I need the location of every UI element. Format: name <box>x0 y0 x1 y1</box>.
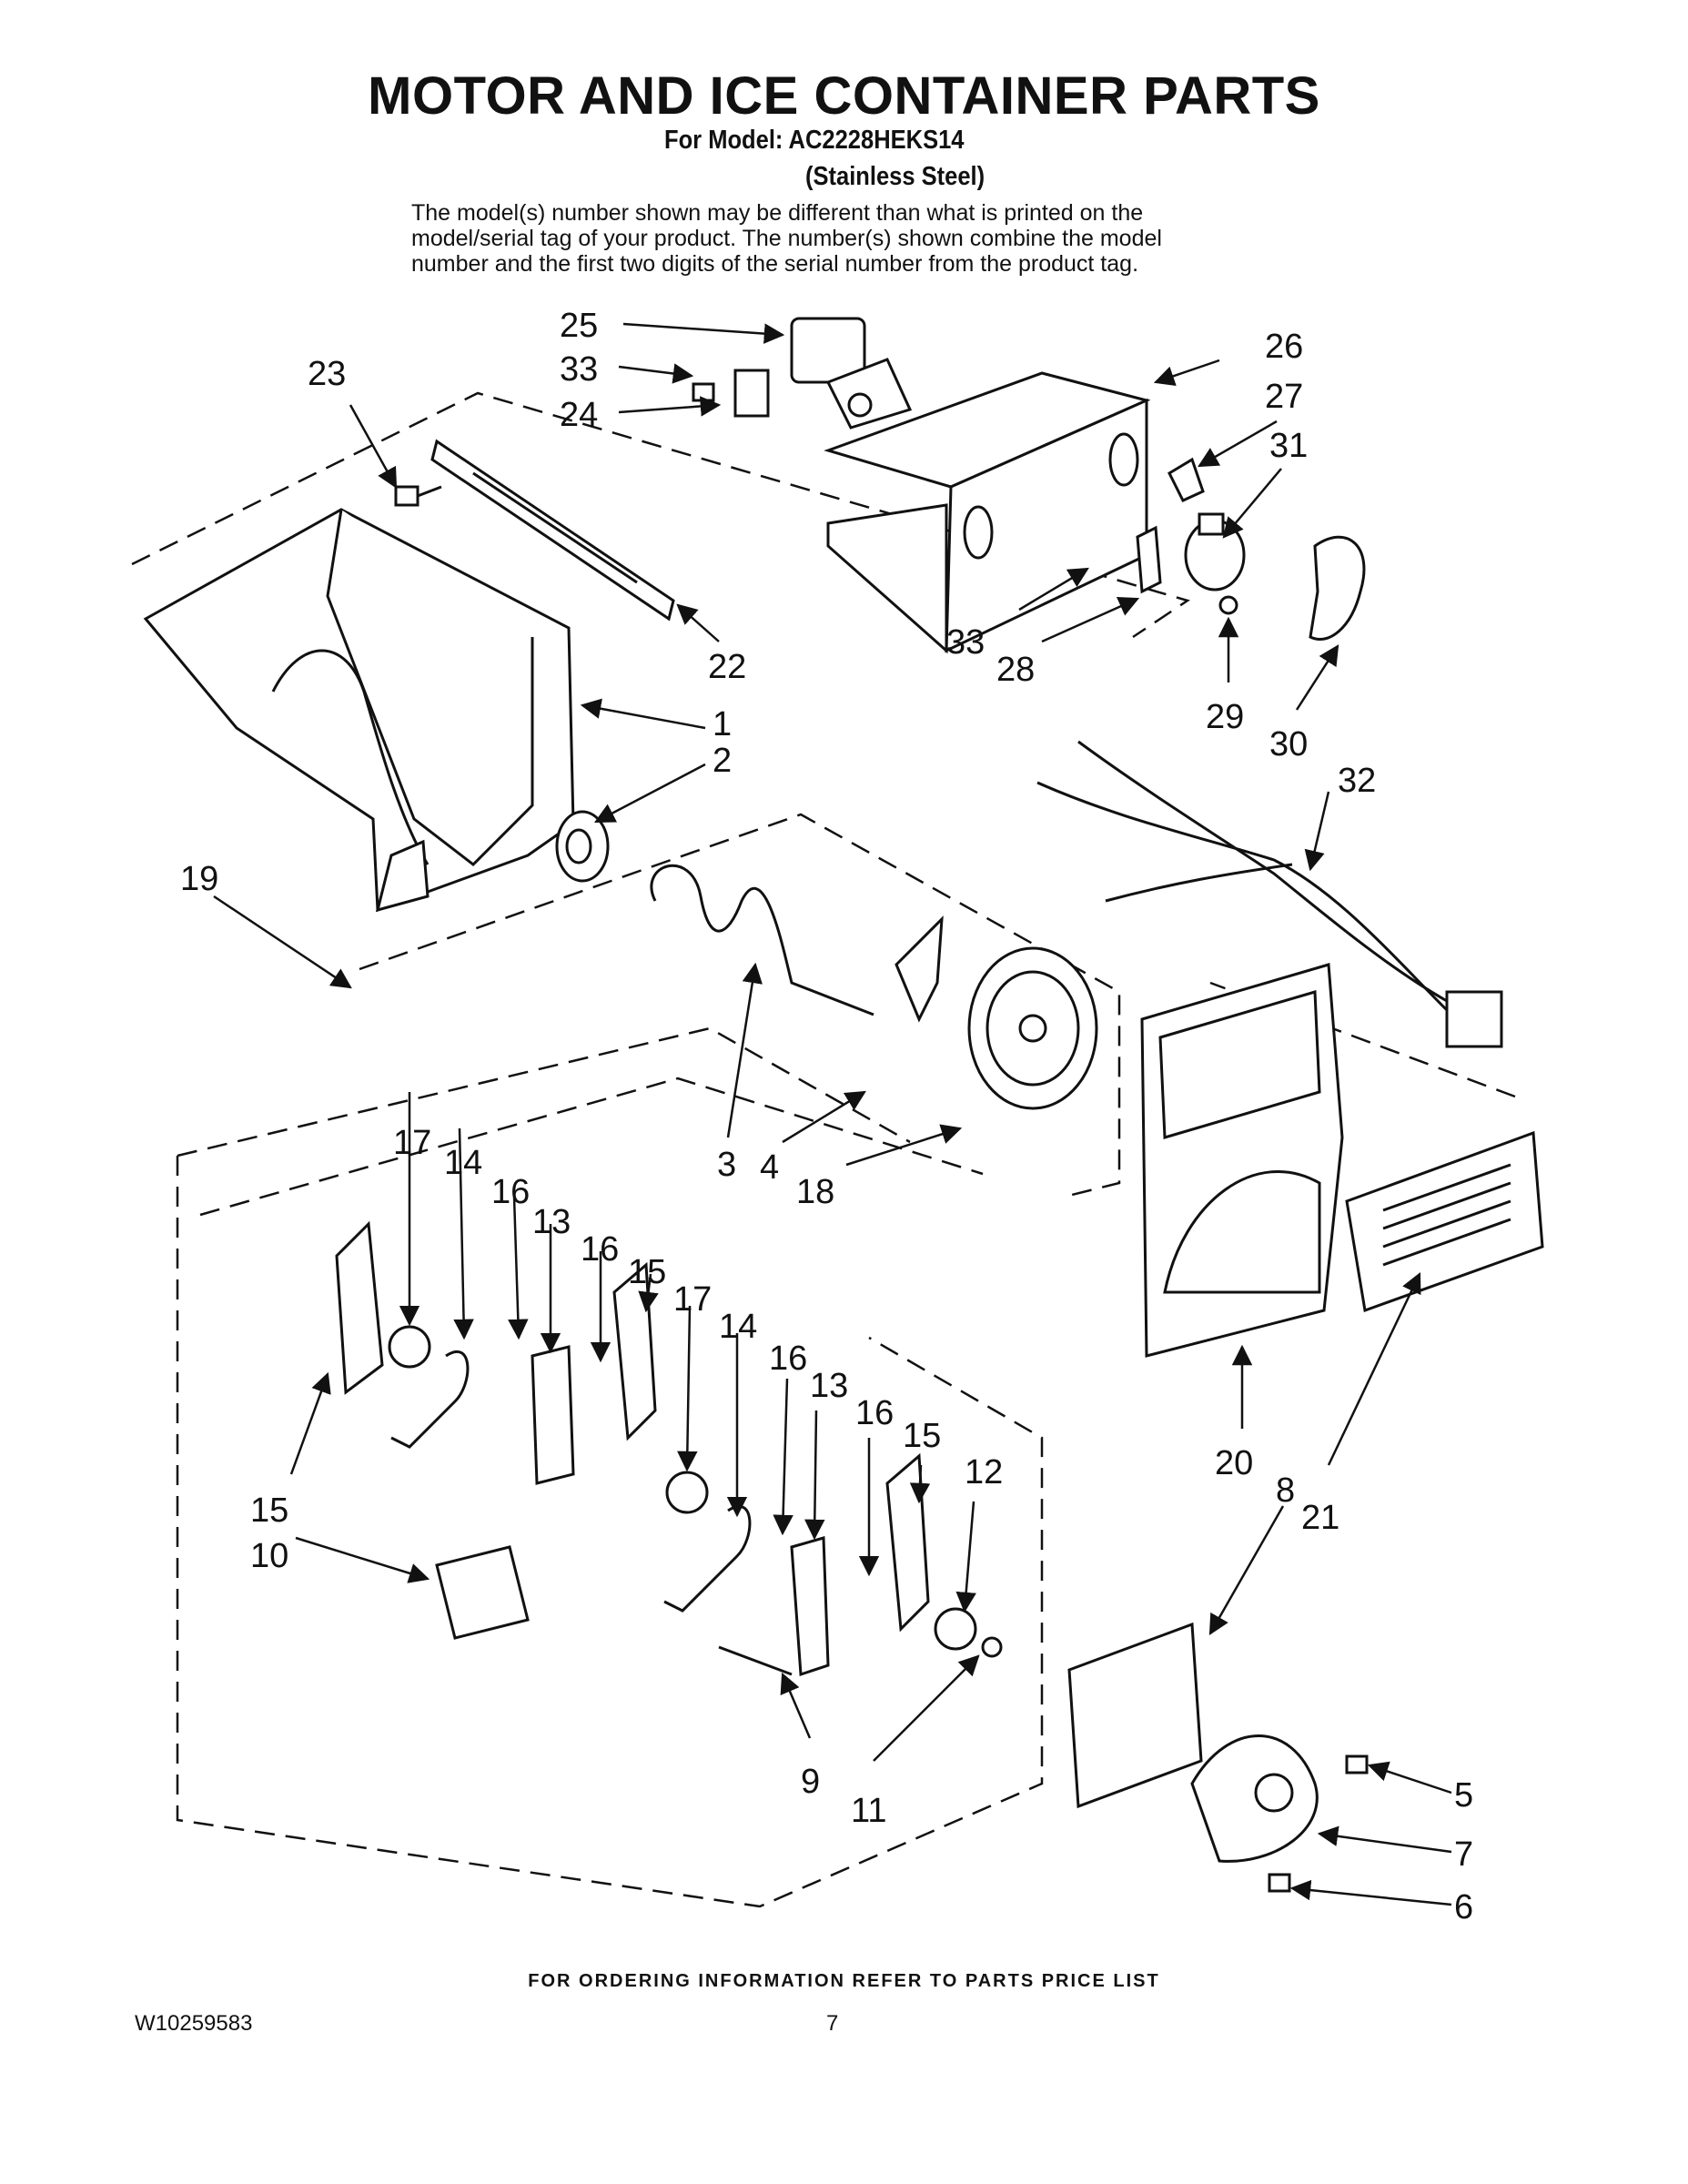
callout-21: 21 <box>1301 1499 1339 1537</box>
callout-27: 27 <box>1265 378 1303 416</box>
auger-part <box>650 864 874 1016</box>
callout-33: 33 <box>560 350 598 389</box>
callout-25: 25 <box>560 307 598 345</box>
front-frame-part <box>1140 963 1344 1358</box>
callout-6: 6 <box>1454 1888 1473 1926</box>
crusher-assembly-parts <box>335 1220 1003 1677</box>
callout-13: 13 <box>810 1367 848 1405</box>
grille-panel-part <box>1345 1130 1544 1313</box>
callout-3: 3 <box>717 1146 736 1184</box>
page-title: MOTOR AND ICE CONTAINER PARTS <box>368 66 1320 126</box>
light-cover-part <box>1136 525 1366 641</box>
callout-23: 23 <box>308 355 346 393</box>
dashed-outlines <box>131 391 1516 1908</box>
callout-30: 30 <box>1269 725 1308 763</box>
callout-24: 24 <box>560 396 598 434</box>
crusher-housing-part <box>967 946 1098 1110</box>
model-note-line: number and the first two digits of the s… <box>411 251 1139 277</box>
bracket-part <box>692 369 770 418</box>
crusher-blade-part <box>895 915 944 1023</box>
callout-2: 2 <box>713 742 732 780</box>
callout-31: 31 <box>1269 427 1308 465</box>
motor-housing-part <box>824 371 1151 654</box>
callout-26: 26 <box>1265 328 1303 366</box>
callout-labels: 25 33 24 26 27 31 23 22 1 2 33 28 29 30 … <box>180 307 1473 1926</box>
callout-29: 29 <box>1206 698 1244 736</box>
callout-17: 17 <box>393 1124 431 1162</box>
wire-harness-part <box>1036 740 1503 1048</box>
model-number: For Model: AC2228HEKS14 <box>664 126 965 155</box>
model-note: The model(s) number shown may be differe… <box>411 200 1321 277</box>
callout-15: 15 <box>628 1253 666 1291</box>
page-number: 7 <box>826 2011 839 2036</box>
callout-10: 10 <box>250 1537 288 1575</box>
auger-motor-parts <box>1067 1622 1369 1893</box>
callout-14: 14 <box>444 1144 482 1182</box>
bearing-part <box>555 810 610 883</box>
callout-9: 9 <box>801 1763 820 1801</box>
motor-part <box>790 317 913 430</box>
model-note-line: The model(s) number shown may be differe… <box>411 200 1144 226</box>
leader-lines <box>213 322 1452 1906</box>
callout-5: 5 <box>1454 1776 1473 1815</box>
callout-14: 14 <box>719 1308 757 1346</box>
callout-15: 15 <box>903 1417 941 1455</box>
callout-16: 16 <box>491 1173 530 1211</box>
callout-11: 11 <box>851 1792 886 1830</box>
document-number: W10259583 <box>135 2011 253 2036</box>
callout-18: 18 <box>796 1173 834 1211</box>
callout-17: 17 <box>673 1280 712 1319</box>
rail-part <box>430 439 675 622</box>
callout-28: 28 <box>996 651 1035 689</box>
callout-12: 12 <box>965 1453 1003 1491</box>
callout-7: 7 <box>1454 1835 1473 1874</box>
callout-19: 19 <box>180 860 218 898</box>
callout-1: 1 <box>713 705 732 743</box>
model-note-line: model/serial tag of your product. The nu… <box>411 226 1162 251</box>
callout-16: 16 <box>769 1340 807 1378</box>
callout-4: 4 <box>760 1148 779 1187</box>
bulb-part <box>1167 457 1246 592</box>
callout-32: 32 <box>1338 762 1376 800</box>
callout-33: 33 <box>946 623 985 662</box>
ordering-note: FOR ORDERING INFORMATION REFER TO PARTS … <box>528 1971 1160 1991</box>
callout-16: 16 <box>581 1230 619 1269</box>
callout-16: 16 <box>855 1394 894 1432</box>
callout-13: 13 <box>532 1203 571 1241</box>
callout-22: 22 <box>708 648 746 686</box>
callout-15: 15 <box>250 1491 288 1530</box>
screw-part <box>394 485 442 507</box>
model-finish: (Stainless Steel) <box>805 162 986 191</box>
callout-20: 20 <box>1215 1444 1253 1482</box>
ice-container-part <box>143 508 575 913</box>
callout-8: 8 <box>1276 1471 1295 1510</box>
ice-block-part <box>435 1545 793 1676</box>
